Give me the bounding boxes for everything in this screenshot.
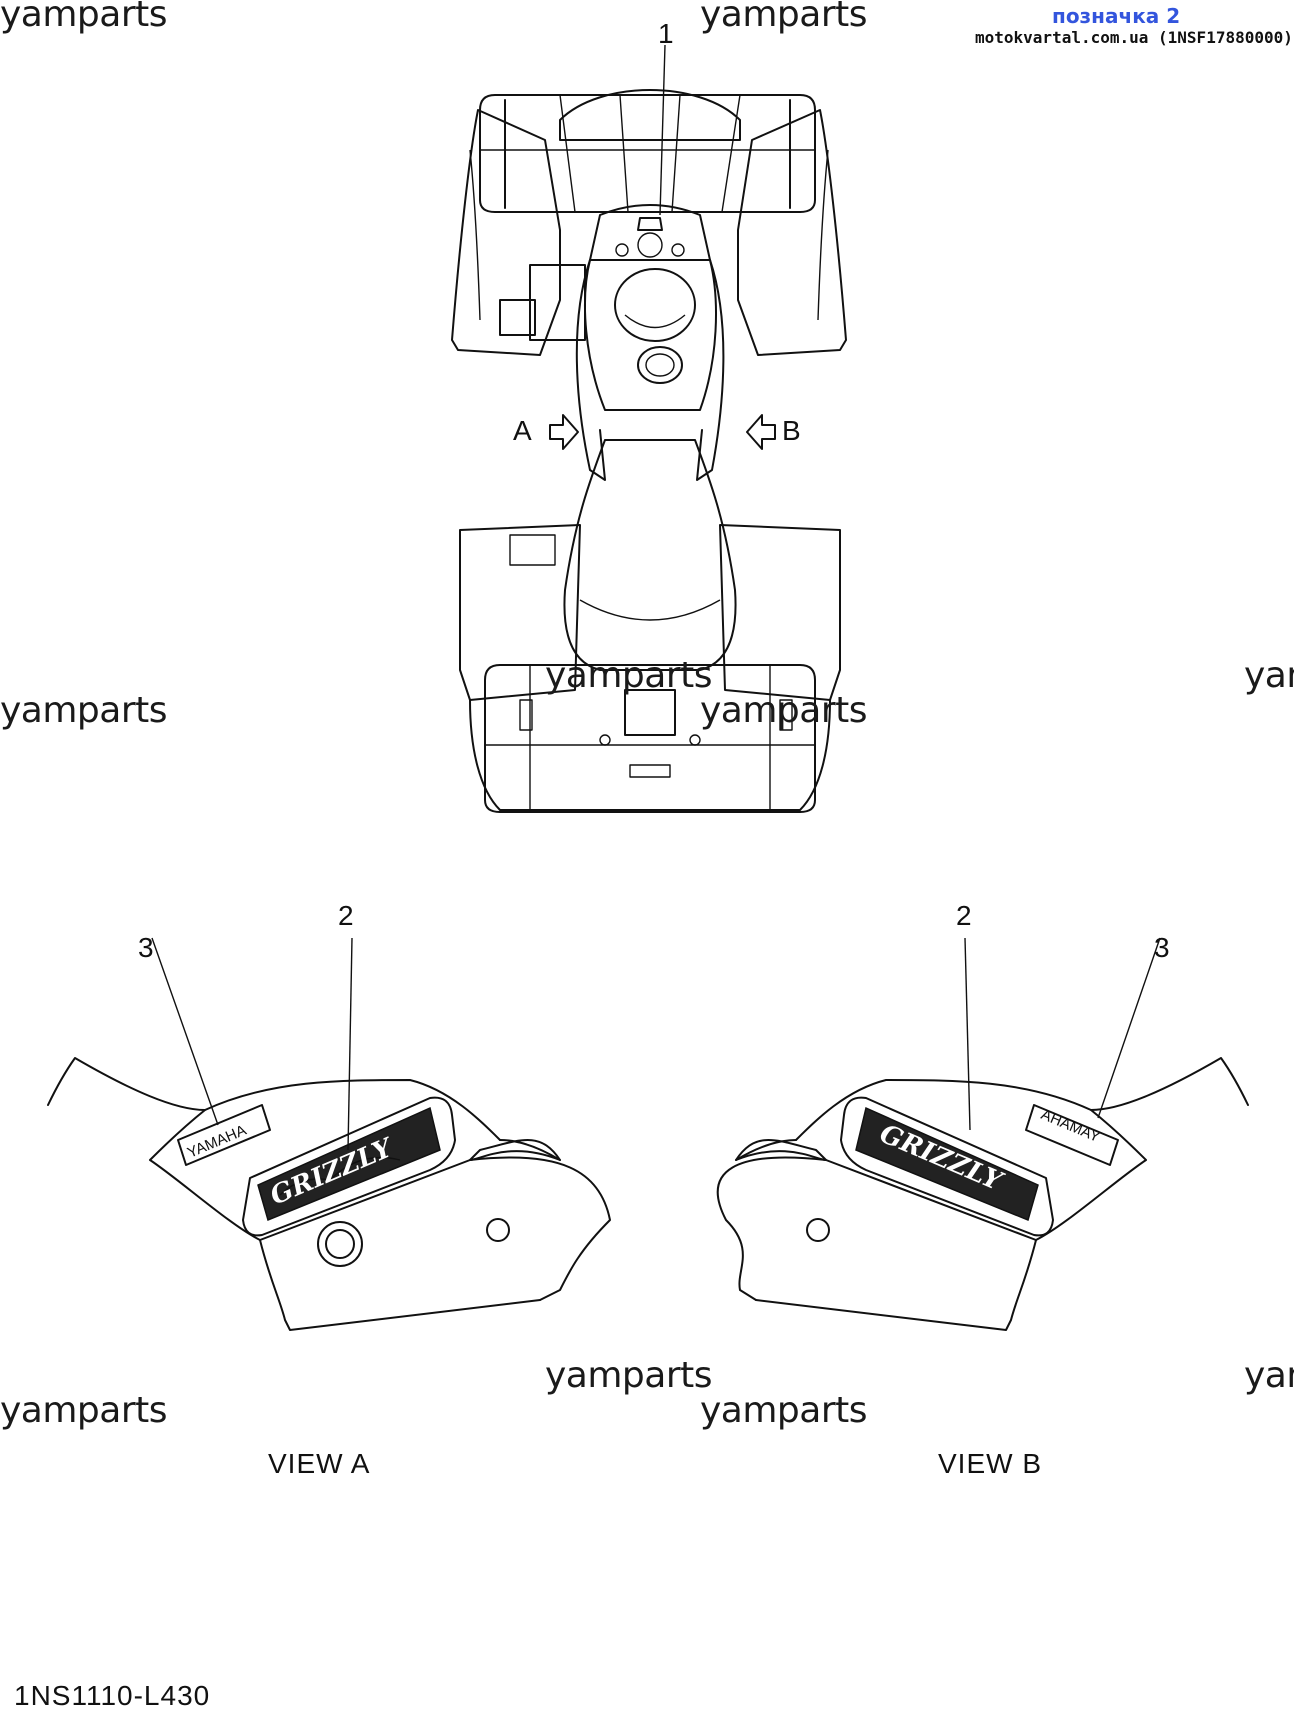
header-site-reference: motokvartal.com.ua (1NSF17880000) — [975, 28, 1293, 47]
callout-2-view-b: 2 — [956, 900, 972, 931]
watermark-1: yamparts — [0, 0, 168, 35]
arrow-a-label: A — [513, 415, 532, 446]
leader-2-view-a — [347, 937, 353, 1151]
header-label: позначка 2 — [1052, 4, 1181, 28]
view-a-label: VIEW A — [268, 1448, 371, 1479]
leader-3-view-b — [1097, 937, 1161, 1119]
callout-2-view-a: 2 — [338, 900, 354, 931]
decal-yamaha-text: YAMAHA — [185, 1122, 249, 1162]
callout-3-view-b: 3 — [1154, 932, 1170, 963]
watermark-5: yamparts — [700, 690, 868, 731]
arrow-b — [746, 414, 776, 450]
watermark-3: yamparts — [0, 690, 168, 731]
watermark-7: yamparts — [545, 1355, 713, 1396]
arrow-b-label: B — [782, 415, 801, 446]
arrow-a — [549, 414, 579, 450]
watermark-10: yamparts — [1244, 1355, 1294, 1396]
atv-top-view — [451, 89, 847, 813]
leader-2-view-b — [964, 937, 971, 1131]
illustration-part-number: 1NS1110-L430 — [14, 1680, 211, 1711]
view-b-drawing: AHAMAY GRIZZLY — [716, 1057, 1249, 1331]
callout-3-view-a: 3 — [138, 932, 154, 963]
watermark-9: yamparts — [700, 1390, 868, 1431]
watermark-4: yamparts — [545, 655, 713, 696]
watermark-6: yamparts — [1244, 655, 1294, 696]
watermark-8: yamparts — [0, 1390, 168, 1431]
view-b-label: VIEW B — [938, 1448, 1043, 1479]
view-a-drawing: YAMAHA GRIZZLY — [47, 1057, 611, 1331]
callout-1: 1 — [658, 18, 674, 49]
leader-3-view-a — [151, 937, 219, 1126]
watermark-2: yamparts — [700, 0, 868, 35]
leader-1 — [659, 44, 666, 216]
